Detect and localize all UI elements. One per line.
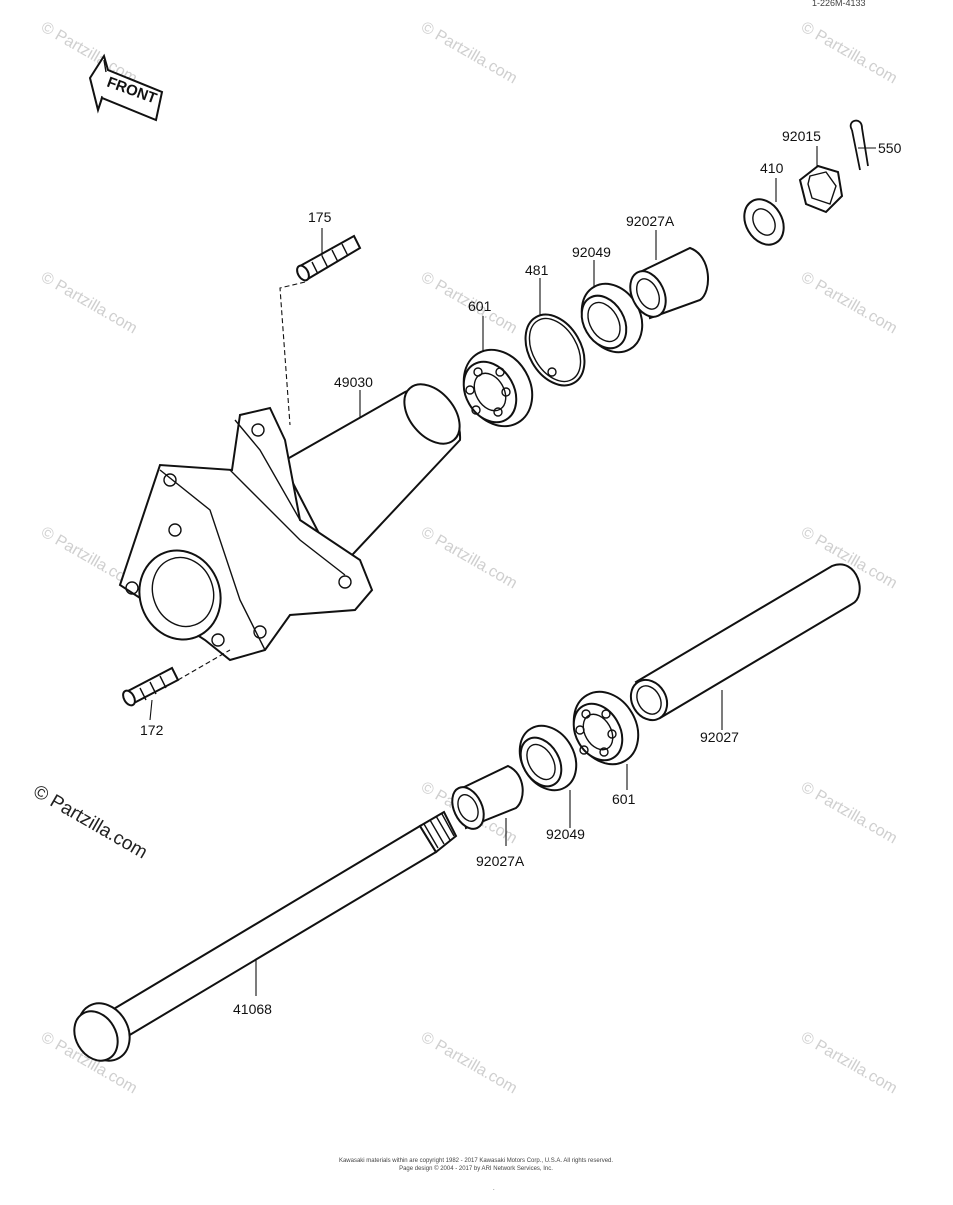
part-label-172[interactable]: 172: [140, 722, 164, 738]
part-label-92015[interactable]: 92015: [782, 128, 821, 144]
part-label-410[interactable]: 410: [760, 160, 784, 176]
copyright-line-2: Page design © 2004 - 2017 by ARI Network…: [399, 1165, 553, 1172]
part-label-550[interactable]: 550: [878, 140, 902, 156]
part-label-175[interactable]: 175: [308, 209, 332, 225]
cotter-pin-550: [849, 119, 869, 171]
watermark-dark: © Partzilla.com: [30, 781, 151, 863]
front-arrow-icon: FRONT: [88, 53, 164, 122]
part-label-92049-lower[interactable]: 92049: [546, 826, 585, 842]
copyright-footer: Kawasaki materials within are copyright …: [339, 1158, 613, 1192]
diagram-code: 1-226M-4133: [812, 0, 866, 8]
watermark: © Partzilla.com: [418, 1029, 520, 1098]
stud-172: [122, 666, 180, 707]
washer-410: [743, 198, 785, 246]
rear-hub-49030: [118, 383, 462, 662]
part-label-92027[interactable]: 92027: [700, 729, 739, 745]
watermark: © Partzilla.com: [798, 269, 900, 338]
nut-92015: [798, 164, 844, 214]
part-label-92027A-lower[interactable]: 92027A: [476, 853, 525, 869]
bearing-601-upper: [462, 348, 534, 428]
leader-lines: [149, 146, 876, 996]
part-label-41068[interactable]: 41068: [233, 1001, 272, 1017]
footer-mark: .: [493, 1186, 495, 1192]
part-label-601-lower[interactable]: 601: [612, 791, 636, 807]
circlip-481: [524, 313, 586, 387]
watermark: © Partzilla.com: [418, 524, 520, 593]
bearing-601-lower: [572, 690, 640, 766]
part-labels: 175 172 49030 601 481 92049 92027A 410 9…: [140, 128, 902, 1017]
part-label-49030[interactable]: 49030: [334, 374, 373, 390]
part-label-601[interactable]: 601: [468, 298, 492, 314]
part-label-481[interactable]: 481: [525, 262, 549, 278]
axle-41068: [73, 810, 458, 1062]
watermark: © Partzilla.com: [38, 269, 140, 338]
collar-92027A-upper: [629, 246, 710, 320]
collar-92027A-lower: [451, 764, 524, 830]
part-label-92027A[interactable]: 92027A: [626, 213, 675, 229]
part-label-92049[interactable]: 92049: [572, 244, 611, 260]
watermark: © Partzilla.com: [418, 19, 520, 88]
seal-92049-upper: [580, 282, 644, 354]
watermark: © Partzilla.com: [798, 19, 900, 88]
watermark: © Partzilla.com: [798, 1029, 900, 1098]
stud-175: [296, 234, 362, 282]
seal-92049-lower: [518, 724, 578, 792]
spacer-tube-92027: [629, 563, 861, 722]
watermark: © Partzilla.com: [798, 779, 900, 848]
copyright-line-1: Kawasaki materials within are copyright …: [339, 1158, 613, 1164]
